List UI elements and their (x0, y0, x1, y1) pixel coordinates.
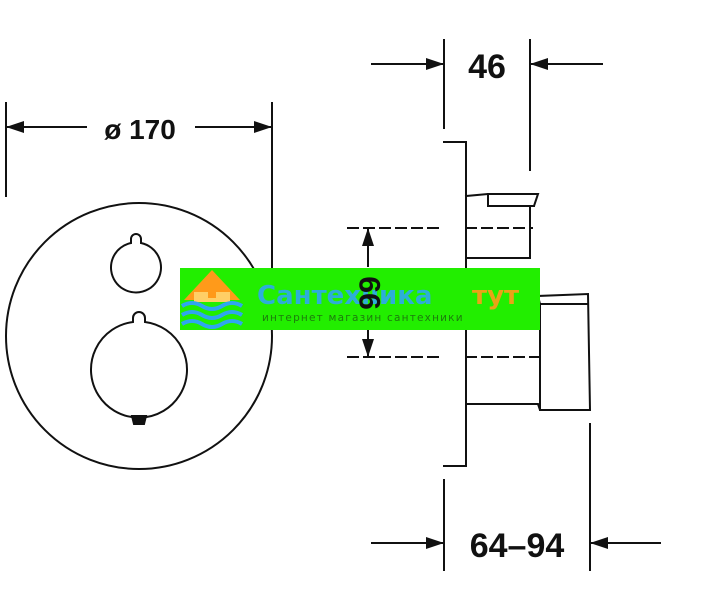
arrow-height-bottom (362, 339, 374, 357)
lower-knob-marker (130, 415, 148, 425)
arrowheads (6, 58, 608, 549)
watermark-brand-accent: тут (472, 281, 519, 311)
lower-knob-outline (90, 311, 188, 419)
upper-knob-outline (110, 233, 162, 294)
arrow-diameter-right (254, 121, 272, 133)
drawing-lines (5, 39, 661, 571)
dim-label-diameter: ø 170 (104, 114, 176, 145)
watermark-brand-main: Сантехника (257, 281, 432, 311)
dim-label-99: 99 (354, 276, 387, 309)
arrow-46-left (426, 58, 444, 70)
arrow-diameter-left (6, 121, 24, 133)
upper-cartridge-side (464, 193, 540, 259)
dim-label-46: 46 (468, 48, 506, 86)
cover-plate-front (5, 202, 273, 470)
watermark-background (180, 268, 540, 330)
arrow-height-top (362, 228, 374, 246)
arrow-bottom-left (426, 537, 444, 549)
arrow-46-right (530, 58, 548, 70)
arrow-bottom-right (590, 537, 608, 549)
watermark-banner: Сантехника тут интернет магазин сантехни… (180, 268, 540, 330)
dim-label-bottom: 64–94 (470, 527, 565, 565)
house-water-logo-icon (180, 270, 244, 329)
watermark-tagline: интернет магазин сантехники (262, 312, 464, 324)
